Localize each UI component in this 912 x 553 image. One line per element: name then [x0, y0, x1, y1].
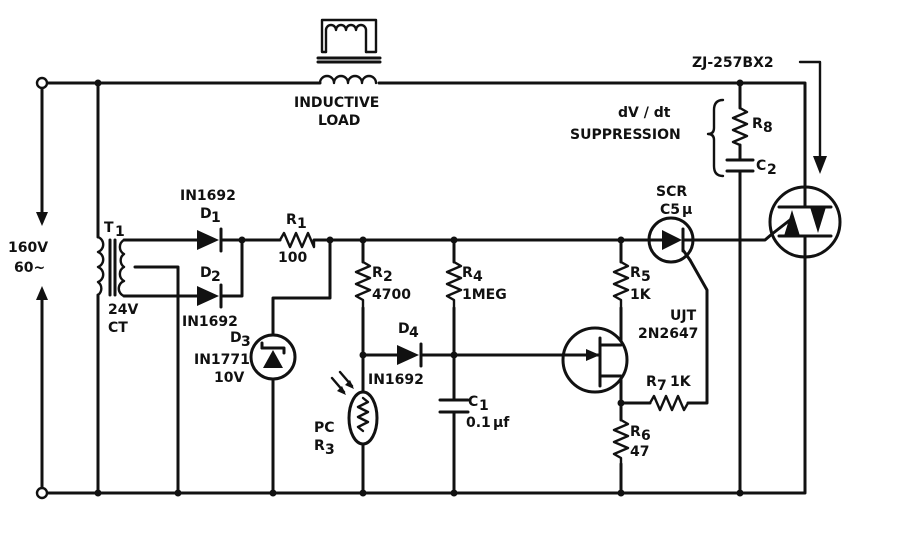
photocell-r3: [330, 370, 379, 446]
t1-voltage-label: 24V: [108, 302, 138, 318]
d3-subscript: 3: [241, 334, 251, 350]
c1-subscript: 1: [479, 398, 489, 414]
r7-subscript: 7: [657, 378, 667, 394]
r6-subscript: 6: [641, 428, 651, 444]
capacitor-c2: [725, 158, 755, 173]
r4-value: 1MEG: [462, 287, 507, 303]
c2-subscript: 2: [767, 162, 777, 178]
r1-value: 100: [278, 250, 307, 266]
triac-part-label: ZJ-257BX2: [692, 55, 774, 71]
scr-part-unit: μ: [682, 202, 692, 218]
d3-part-label: IN1771: [194, 352, 250, 368]
d4-subscript: 4: [409, 325, 419, 341]
resistor-r2: [354, 260, 372, 310]
d4-label: D: [398, 321, 410, 337]
junction-dots: [94, 79, 744, 497]
d2-label: D: [200, 265, 212, 281]
d3-label: D: [230, 330, 242, 346]
labels: INDUCTIVE LOAD 160V 60~ T 1 24V CT IN169…: [8, 55, 777, 460]
r2-value: 4700: [372, 287, 411, 303]
diode-d4: [397, 342, 423, 368]
d3-voltage-label: 10V: [214, 370, 244, 386]
diode-d1: [197, 227, 223, 253]
c2-label: C: [756, 158, 766, 174]
r5-subscript: 5: [641, 269, 651, 285]
r7-value: 1K: [670, 374, 692, 390]
d2-subscript: 2: [211, 269, 221, 285]
r5-value: 1K: [630, 287, 652, 303]
triac-symbol: [768, 185, 842, 259]
r8-subscript: 8: [763, 120, 773, 136]
r8-label: R: [752, 116, 763, 132]
r4-subscript: 4: [473, 269, 483, 285]
r5-label: R: [630, 265, 641, 281]
r6-label: R: [630, 424, 641, 440]
wires: [40, 81, 807, 495]
source-terminals: [35, 76, 49, 500]
r6-value: 47: [630, 444, 649, 460]
resistor-r5: [612, 260, 630, 310]
d4-part-label: IN1692: [368, 372, 424, 388]
resistor-r1: [278, 231, 316, 249]
resistor-r8: [731, 106, 749, 147]
t1-ct-label: CT: [108, 320, 128, 336]
r2-subscript: 2: [383, 269, 393, 285]
triac-pointer: [798, 60, 827, 174]
d1-part-label: IN1692: [180, 188, 236, 204]
d1-label: D: [200, 206, 212, 222]
scr-thyristor: [647, 216, 697, 264]
diode-d2: [197, 283, 223, 309]
r1-label: R: [286, 212, 297, 228]
source-voltage-label: 160V: [8, 240, 48, 256]
resistor-r4: [445, 260, 463, 310]
ujt-label: UJT: [670, 308, 697, 324]
ujt-transistor: [561, 326, 629, 394]
r3-label: R: [314, 438, 325, 454]
load-label-1: INDUCTIVE: [294, 95, 379, 111]
r1-subscript: 1: [297, 216, 307, 232]
r2-label: R: [372, 265, 383, 281]
r7-label: R: [646, 374, 657, 390]
resistor-r7: [648, 394, 690, 412]
dvdt-label: dV / dt: [618, 105, 671, 121]
zener-diode-d3: [249, 333, 297, 381]
t1-label: T: [104, 220, 114, 236]
suppression-brace: [706, 98, 725, 178]
inductive-load-symbol: [316, 18, 382, 85]
ujt-part-label: 2N2647: [638, 326, 698, 342]
resistor-r6: [612, 418, 630, 466]
transformer-t1: [96, 235, 126, 298]
scr-part-label: C5: [660, 202, 680, 218]
load-label-2: LOAD: [318, 113, 360, 129]
r4-label: R: [462, 265, 473, 281]
t1-subscript: 1: [115, 224, 125, 240]
capacitor-c1: [438, 398, 470, 414]
r3-subscript: 3: [325, 442, 335, 458]
d2-part-label: IN1692: [182, 314, 238, 330]
scr-label: SCR: [656, 184, 687, 200]
d1-subscript: 1: [211, 210, 221, 226]
c1-label: C: [468, 394, 478, 410]
c1-value: 0.1: [466, 415, 491, 431]
suppression-label: SUPPRESSION: [570, 127, 681, 143]
c1-unit: μf: [493, 415, 510, 431]
source-freq-label: 60~: [14, 260, 45, 276]
r3-pc-label: PC: [314, 420, 335, 436]
